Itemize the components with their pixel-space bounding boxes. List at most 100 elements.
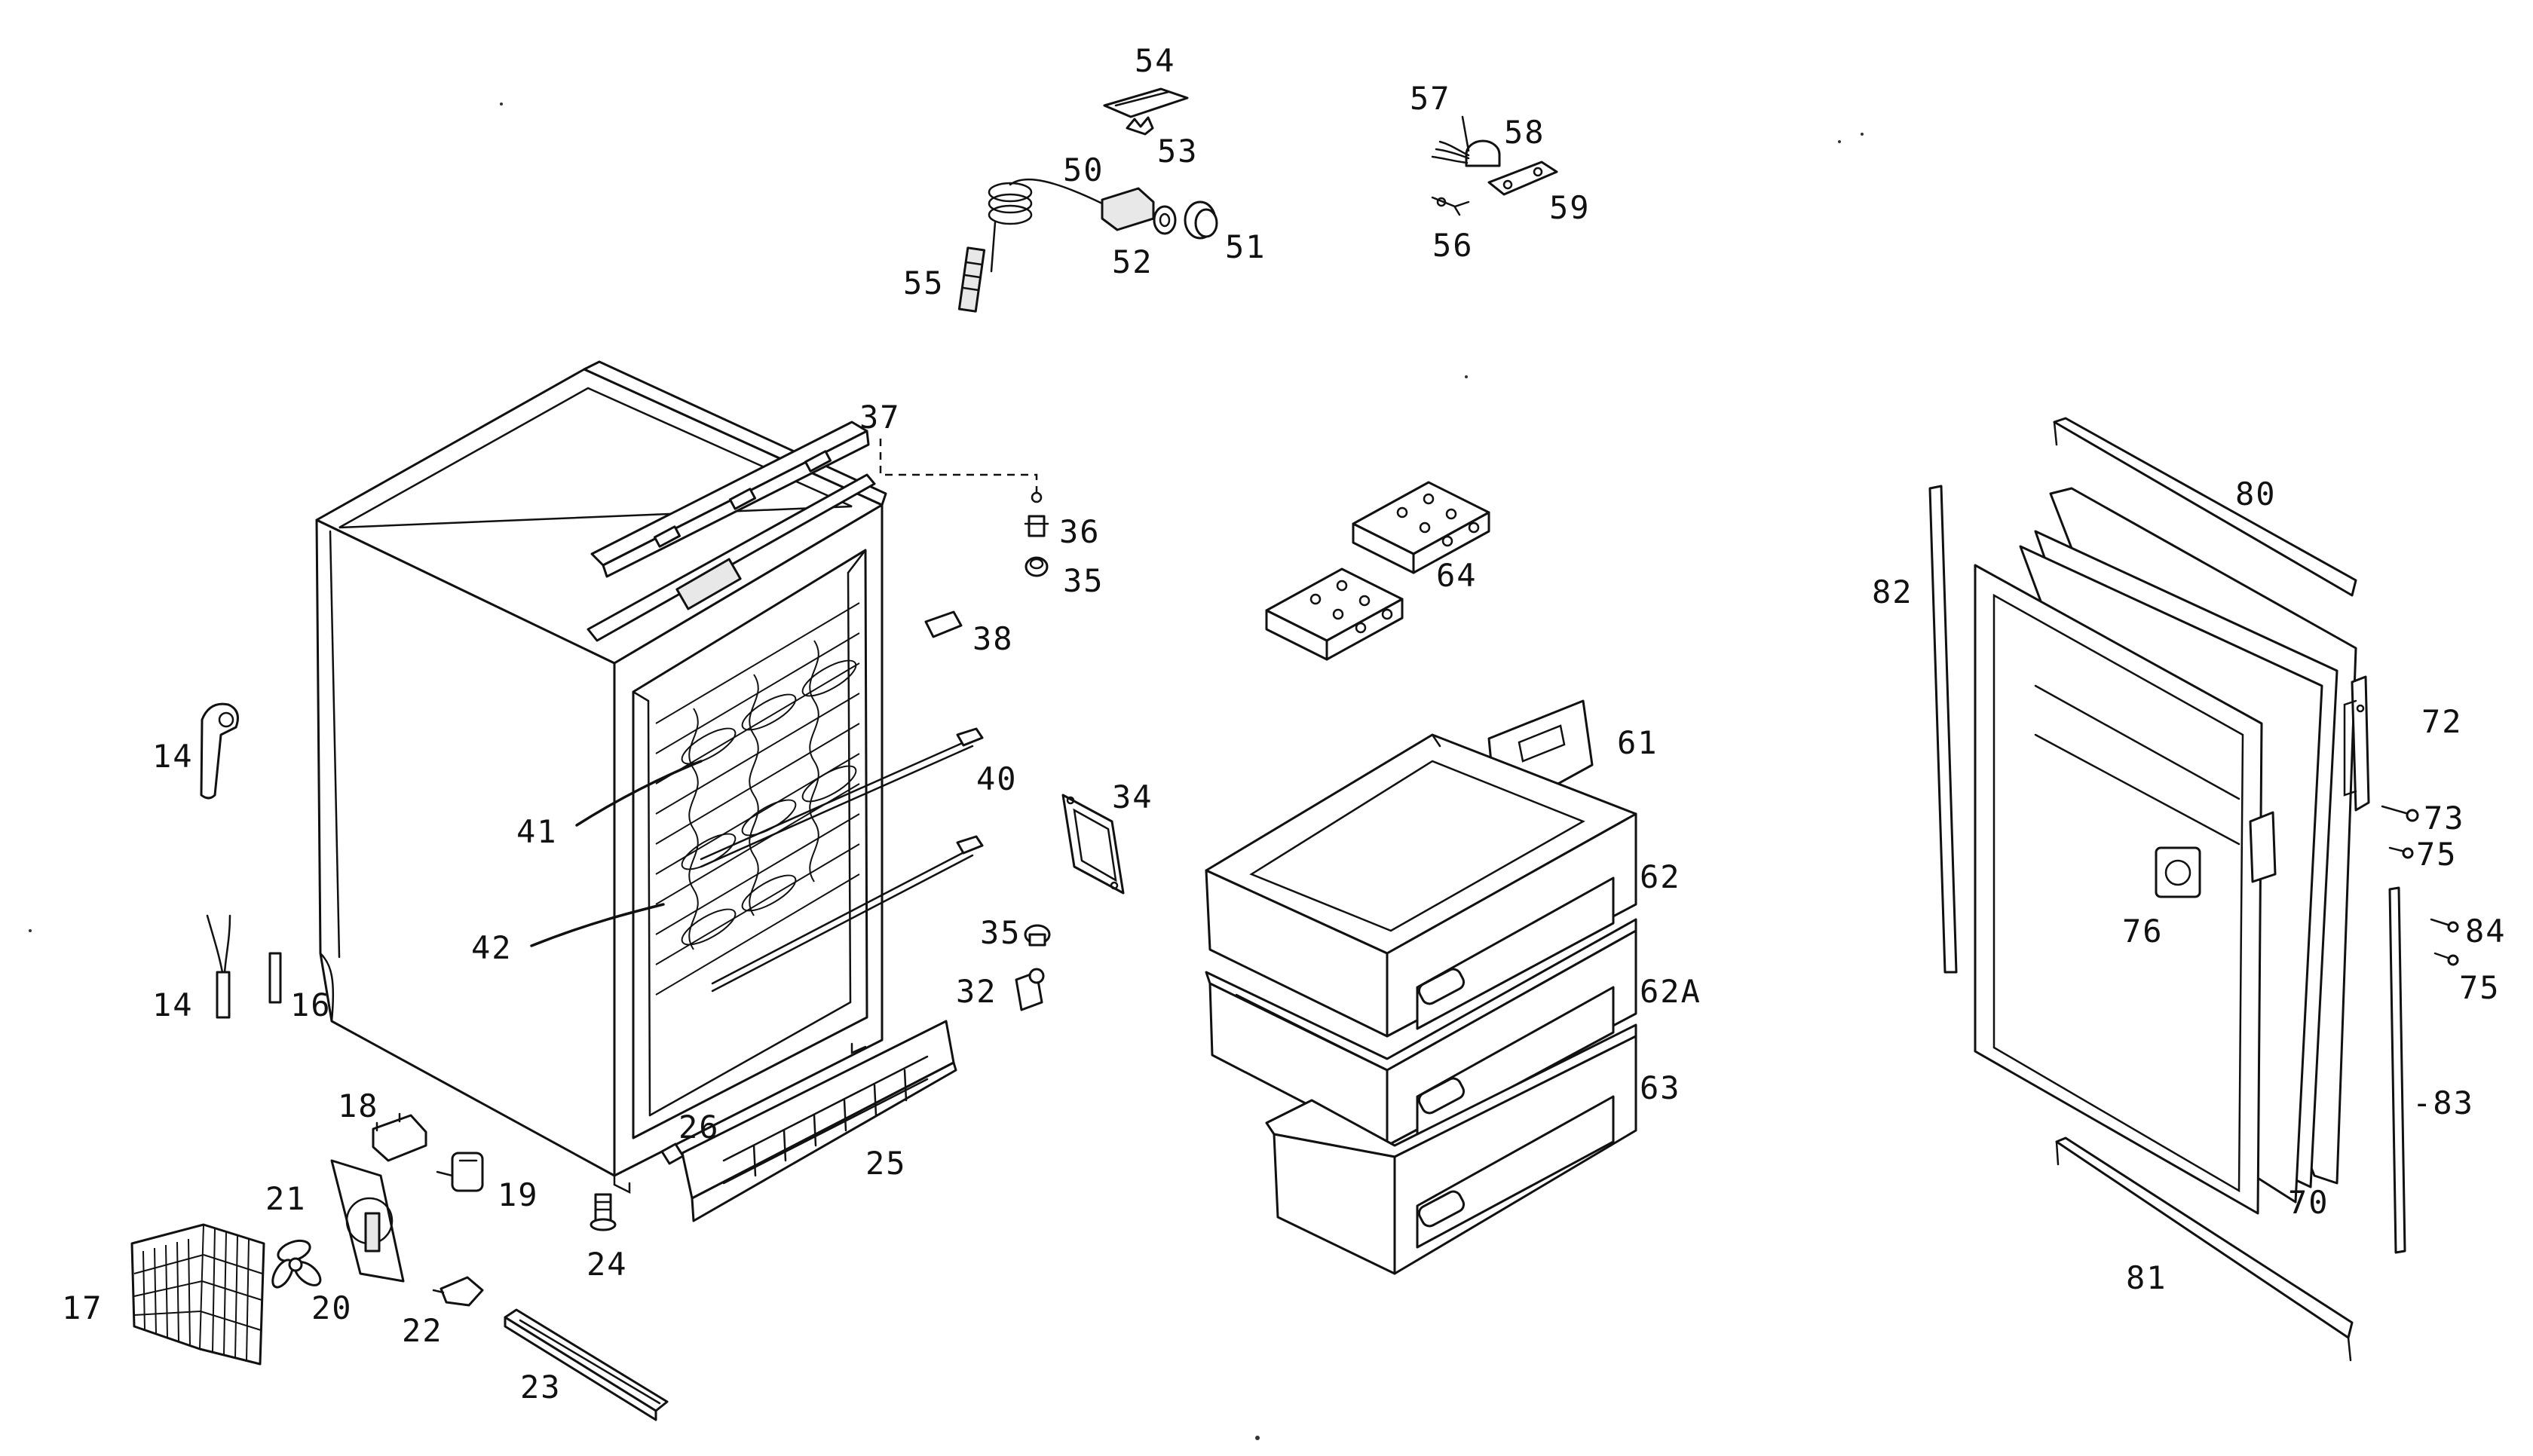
callout-50: 50	[1063, 151, 1104, 188]
callout-57: 57	[1410, 80, 1451, 117]
part-80-top-seal	[2053, 417, 2357, 597]
part-35-cap-top	[1025, 556, 1049, 577]
callout-61: 61	[1617, 724, 1659, 761]
part-57-wires	[1431, 115, 1470, 164]
part-19-connector	[436, 1152, 484, 1192]
part-22-plug	[432, 1276, 484, 1307]
part-55-capillary-coil	[957, 178, 1104, 313]
scan-speck	[1255, 1436, 1260, 1440]
part-23-rail	[504, 1308, 669, 1421]
callout-51: 51	[1225, 228, 1266, 265]
part-51-knob	[1184, 200, 1218, 240]
callout-84: 84	[2465, 913, 2507, 950]
callout-26: 26	[678, 1109, 720, 1146]
part-36-screw	[1024, 491, 1049, 537]
part-64-ice-packs	[1265, 481, 1490, 661]
part-17-condenser-grid	[130, 1223, 265, 1366]
callout-54: 54	[1135, 42, 1176, 79]
callout-82: 82	[1872, 574, 1913, 610]
callout-21: 21	[265, 1180, 307, 1217]
callout-70: 70	[2288, 1184, 2329, 1221]
callout-64: 64	[1436, 557, 1478, 594]
part-56-switch	[1431, 196, 1470, 216]
callout-41: 41	[516, 813, 558, 850]
callout-35-top: 35	[1063, 562, 1104, 599]
scan-speck	[1861, 133, 1864, 136]
part-76-door-frame	[1974, 564, 2277, 1215]
callout-59: 59	[1549, 189, 1591, 226]
part-84-screw	[2430, 918, 2459, 933]
callout-52: 52	[1112, 243, 1153, 280]
callout-63: 63	[1640, 1069, 1681, 1106]
part-53-clip	[1126, 116, 1154, 136]
evaporator-coil	[655, 602, 860, 996]
part-63-drawer-bottom	[1265, 1023, 1637, 1275]
scan-speck	[500, 102, 503, 106]
part-52-washer	[1153, 205, 1177, 235]
callout-16: 16	[290, 986, 332, 1023]
callout-75-upper: 75	[2416, 836, 2458, 873]
callout-62A: 62A	[1640, 973, 1701, 1010]
callout-35-lower: 35	[980, 914, 1021, 951]
part-81-bottom-seal	[2055, 1136, 2354, 1362]
part-16-pin	[268, 952, 282, 1004]
callout-34: 34	[1112, 778, 1153, 815]
callout-62: 62	[1640, 858, 1681, 895]
part-18-relay	[372, 1112, 427, 1162]
callout-76: 76	[2122, 913, 2164, 950]
part-24-foot-screw	[590, 1193, 617, 1231]
part-83-right-seal	[2388, 886, 2406, 1254]
part-25-ventilation-grille	[681, 1020, 957, 1222]
part-82-left-seal	[1928, 485, 1958, 974]
callout-83: -83	[2412, 1084, 2474, 1121]
part-62-drawer-top	[1205, 733, 1637, 1038]
callout-58: 58	[1504, 114, 1545, 151]
part-32-hinge	[1015, 968, 1045, 1011]
part-38-bracket	[924, 610, 963, 638]
cabinet-body	[315, 360, 887, 1194]
part-26-clip	[660, 1142, 685, 1165]
part-75-screw-b	[2433, 952, 2459, 966]
callout-23: 23	[520, 1369, 562, 1406]
callout-80: 80	[2235, 476, 2277, 512]
callout-14-top: 14	[152, 738, 194, 775]
part-35-cap-lower	[1024, 924, 1051, 947]
part-59-lamp-cover	[1487, 161, 1558, 196]
part-37-top-bracket	[590, 421, 1038, 578]
callout-32: 32	[956, 973, 997, 1010]
callout-72: 72	[2421, 703, 2463, 740]
callout-19: 19	[498, 1176, 539, 1213]
part-21-fan-bracket	[330, 1159, 405, 1283]
callout-37: 37	[859, 399, 901, 436]
callout-20: 20	[311, 1289, 353, 1326]
part-72-hinge-bracket	[2343, 675, 2370, 812]
leader-42	[530, 903, 665, 947]
callout-22: 22	[402, 1312, 443, 1349]
callout-42: 42	[471, 929, 513, 966]
leader-41	[575, 760, 703, 827]
part-40-shelf-rods	[700, 727, 984, 993]
scan-speck	[1465, 375, 1468, 378]
callout-56: 56	[1432, 227, 1474, 264]
part-58-lamp-holder	[1465, 139, 1501, 167]
callout-53: 53	[1157, 133, 1199, 170]
part-14-tube-top	[200, 702, 239, 800]
callout-38: 38	[972, 620, 1014, 657]
callout-55: 55	[903, 265, 945, 301]
callout-24: 24	[587, 1246, 628, 1283]
part-20-fan-blade	[271, 1239, 322, 1289]
part-34-plate	[1061, 794, 1125, 895]
callout-36: 36	[1059, 513, 1101, 550]
callout-17: 17	[62, 1289, 103, 1326]
callout-81: 81	[2126, 1259, 2167, 1296]
scan-speck	[29, 929, 32, 932]
callout-18: 18	[338, 1087, 379, 1124]
callout-14-lower: 14	[152, 986, 194, 1023]
part-54-cover-plate	[1103, 87, 1189, 118]
callout-75-lower: 75	[2459, 969, 2501, 1006]
part-14-sensor-lower	[206, 914, 231, 1019]
callout-25: 25	[865, 1145, 907, 1182]
part-62A-drawer-middle	[1205, 918, 1637, 1147]
callout-40: 40	[976, 760, 1018, 797]
